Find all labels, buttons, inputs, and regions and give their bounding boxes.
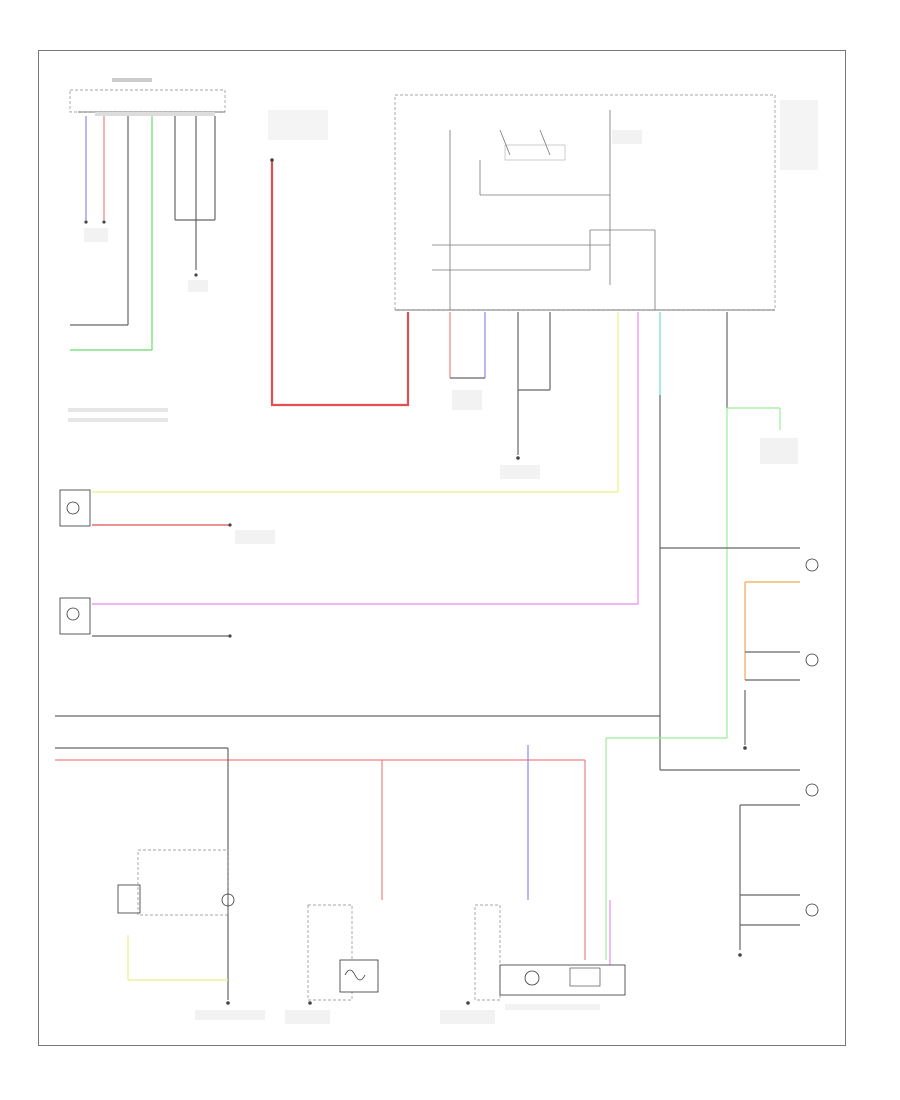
lamp-2-box xyxy=(59,597,91,635)
bottom-components xyxy=(117,849,626,1024)
lamp-6-icon xyxy=(805,903,819,917)
diagram-frame xyxy=(38,50,846,1046)
battery-notes-block xyxy=(268,110,328,140)
connector-label-2 xyxy=(452,390,482,410)
control-module-box xyxy=(394,94,776,311)
ground-label-1 xyxy=(188,280,208,292)
ground-label-2 xyxy=(500,465,540,479)
module-notes-block xyxy=(780,100,818,170)
control-module xyxy=(268,94,818,311)
lamp-5-icon xyxy=(805,783,819,797)
legend-notes xyxy=(68,408,168,422)
bottom-bus-wires xyxy=(55,715,727,1000)
sensor-icon-1 xyxy=(221,893,235,907)
switch-box-1 xyxy=(117,884,141,914)
right-lamps xyxy=(660,547,819,957)
top-left-wires xyxy=(70,116,216,351)
left-lamp-1 xyxy=(59,489,618,544)
heater-box xyxy=(339,959,379,993)
left-lamp-2 xyxy=(59,597,638,638)
rear-control-unit-box xyxy=(499,964,626,996)
combination-meter-box xyxy=(69,89,226,113)
combination-meter-unit xyxy=(69,78,226,116)
red-wire-loop xyxy=(270,158,410,407)
lamp-4-icon xyxy=(805,653,819,667)
connector-label-3 xyxy=(760,438,798,464)
lamp-1-box xyxy=(59,489,91,527)
lamp-3-icon xyxy=(805,558,819,572)
connector-label-1 xyxy=(84,228,108,242)
module-connector-wires xyxy=(449,312,798,770)
wire-red-thick xyxy=(270,160,410,407)
